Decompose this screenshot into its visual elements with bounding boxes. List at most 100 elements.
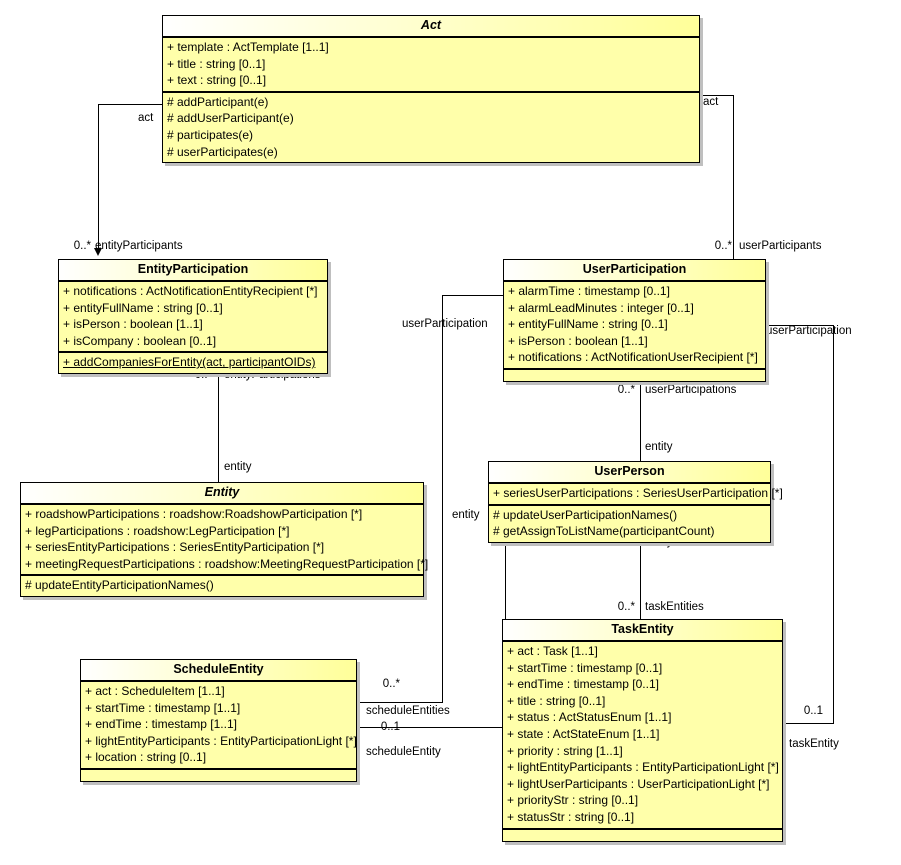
class-entity-title: Entity xyxy=(21,483,423,505)
attribute: + priorityStr : string [0..1] xyxy=(507,793,639,808)
attribute: + isCompany : boolean [0..1] xyxy=(63,333,217,348)
mult-user-participations: 0..* xyxy=(617,384,635,396)
attribute: + template : ActTemplate [1..1] xyxy=(167,40,329,54)
label-schedule-entities: scheduleEntities xyxy=(366,705,450,717)
label-userparticipation-left: userParticipation xyxy=(402,318,488,330)
class-user-person[interactable]: UserPerson + seriesUserParticipations : … xyxy=(488,461,783,543)
connector-userparticipation-right-h xyxy=(768,325,834,326)
attribute: + seriesEntityParticipations : SeriesEnt… xyxy=(25,540,325,555)
attribute: + title : string [0..1] xyxy=(167,56,266,71)
label-entity-role-left: entity xyxy=(224,461,252,473)
attribute: + startTime : timestamp [1..1] xyxy=(85,700,241,715)
attribute: + statusStr : string [0..1] xyxy=(507,809,635,824)
operation: # participates(e) xyxy=(167,127,254,142)
connector-taskentity-right-h xyxy=(783,723,834,724)
label-user-participations: userParticipations xyxy=(645,384,737,396)
attribute: + act : ScheduleItem [1..1] xyxy=(85,684,225,698)
operation: # getAssignToListName(participantCount) xyxy=(493,524,715,539)
label-act-left: act xyxy=(138,112,154,124)
attribute: + lightEntityParticipants : EntityPartic… xyxy=(85,733,357,748)
class-act-operations: # addParticipant(e) # addUserParticipant… xyxy=(163,90,699,162)
class-entity[interactable]: Entity + roadshowParticipations : roadsh… xyxy=(20,482,429,597)
connector-act-entityparticipation-h xyxy=(98,104,163,105)
mult-user-participants: 0..* xyxy=(714,240,732,252)
attribute: + alarmLeadMinutes : integer [0..1] xyxy=(508,300,694,315)
label-entity-role-mid: entity xyxy=(452,509,480,521)
attribute: + title : string [0..1] xyxy=(507,693,606,708)
connector-act-entityparticipation-v xyxy=(98,104,99,249)
connector-scheduleentities-h xyxy=(360,702,443,703)
class-entity-participation-operations: + addCompaniesForEntity(act, participant… xyxy=(59,351,327,373)
class-entity-participation-attributes: + notifications : ActNotificationEntityR… xyxy=(59,282,327,351)
mult-schedule-entity: 0..1 xyxy=(380,721,400,733)
label-entity-role-userperson: entity xyxy=(645,441,673,453)
mult-entity-participants: 0..* xyxy=(73,240,91,252)
class-user-participation[interactable]: UserParticipation + alarmTime : timestam… xyxy=(503,259,766,382)
attribute: + endTime : timestamp [1..1] xyxy=(85,717,237,732)
class-user-participation-operations xyxy=(504,367,765,381)
class-act-attributes: + template : ActTemplate [1..1] + title … xyxy=(163,38,699,91)
attribute: + roadshowParticipations : roadshow:Road… xyxy=(25,507,363,521)
label-userparticipation-right: userParticipation xyxy=(766,325,852,337)
operation: # addUserParticipant(e) xyxy=(167,111,294,126)
connector-userparticipation-left-h xyxy=(442,295,504,296)
attribute: + isPerson : boolean [1..1] xyxy=(508,333,648,348)
class-task-entity-operations xyxy=(503,827,782,841)
attribute: + endTime : timestamp [0..1] xyxy=(507,677,659,692)
class-task-entity[interactable]: TaskEntity + act : Task [1..1] + startTi… xyxy=(502,619,783,842)
label-entity-participants: entityParticipants xyxy=(95,240,183,252)
attribute: + seriesUserParticipations : SeriesUserP… xyxy=(493,486,783,500)
class-task-entity-title: TaskEntity xyxy=(503,620,782,642)
operation: # addParticipant(e) xyxy=(167,94,269,109)
operation: # updateEntityParticipationNames() xyxy=(25,578,214,593)
label-user-participants: userParticipants xyxy=(739,240,822,252)
class-user-participation-attributes: + alarmTime : timestamp [0..1] + alarmLe… xyxy=(504,282,765,368)
class-entity-participation[interactable]: EntityParticipation + notifications : Ac… xyxy=(58,259,328,374)
arrowhead-entityparticipation xyxy=(94,248,102,256)
connector-userperson-left-v xyxy=(505,498,506,728)
operation-static: + addCompaniesForEntity(act, participant… xyxy=(63,355,316,370)
attribute: + lightUserParticipants : UserParticipat… xyxy=(507,776,770,791)
attribute: + notifications : ActNotificationUserRec… xyxy=(508,350,758,365)
mult-task-entities: 0..* xyxy=(617,601,635,613)
class-schedule-entity[interactable]: ScheduleEntity + act : ScheduleItem [1..… xyxy=(80,659,357,782)
class-entity-operations: # updateEntityParticipationNames() xyxy=(21,574,423,596)
attribute: + legParticipations : roadshow:LegPartic… xyxy=(25,523,290,538)
attribute: + state : ActStateEnum [1..1] xyxy=(507,726,660,741)
operation: # updateUserParticipationNames() xyxy=(493,507,678,522)
attribute: + priority : string [1..1] xyxy=(507,743,623,758)
class-schedule-entity-title: ScheduleEntity xyxy=(81,660,356,682)
class-user-person-title: UserPerson xyxy=(489,462,770,484)
attribute: + entityFullName : string [0..1] xyxy=(63,300,223,315)
class-act[interactable]: Act + template : ActTemplate [1..1] + ti… xyxy=(162,15,700,164)
connector-act-userparticipation-h xyxy=(700,95,734,96)
class-act-title: Act xyxy=(163,16,699,38)
mult-schedule-entities: 0..* xyxy=(382,678,400,690)
attribute: + location : string [0..1] xyxy=(85,750,207,765)
attribute: + status : ActStatusEnum [1..1] xyxy=(507,710,672,725)
class-user-participation-title: UserParticipation xyxy=(504,260,765,282)
attribute: + startTime : timestamp [0..1] xyxy=(507,660,663,675)
attribute: + entityFullName : string [0..1] xyxy=(508,317,668,332)
connector-entityparticipation-entity xyxy=(218,358,219,483)
attribute: + isPerson : boolean [1..1] xyxy=(63,317,203,332)
label-task-entity: taskEntity xyxy=(789,738,839,750)
connector-userperson-taskentity xyxy=(640,522,641,622)
attribute: + notifications : ActNotificationEntityR… xyxy=(63,284,318,298)
connector-userparticipation-right-v xyxy=(833,325,834,724)
class-schedule-entity-attributes: + act : ScheduleItem [1..1] + startTime … xyxy=(81,682,357,768)
connector-scheduleentity-h xyxy=(360,727,506,728)
class-entity-participation-title: EntityParticipation xyxy=(59,260,327,282)
connector-act-userparticipation-v xyxy=(733,95,734,260)
label-schedule-entity: scheduleEntity xyxy=(366,746,441,758)
label-act-right: act xyxy=(703,96,719,108)
attribute: + meetingRequestParticipations : roadsho… xyxy=(25,556,429,571)
connector-userparticipation-left-v xyxy=(442,295,443,703)
attribute: + act : Task [1..1] xyxy=(507,644,598,658)
label-task-entities: taskEntities xyxy=(645,601,704,613)
class-user-person-attributes: + seriesUserParticipations : SeriesUserP… xyxy=(489,484,783,504)
attribute: + text : string [0..1] xyxy=(167,73,267,88)
operation: # userParticipates(e) xyxy=(167,144,278,159)
class-user-person-operations: # updateUserParticipationNames() # getAs… xyxy=(489,503,770,542)
